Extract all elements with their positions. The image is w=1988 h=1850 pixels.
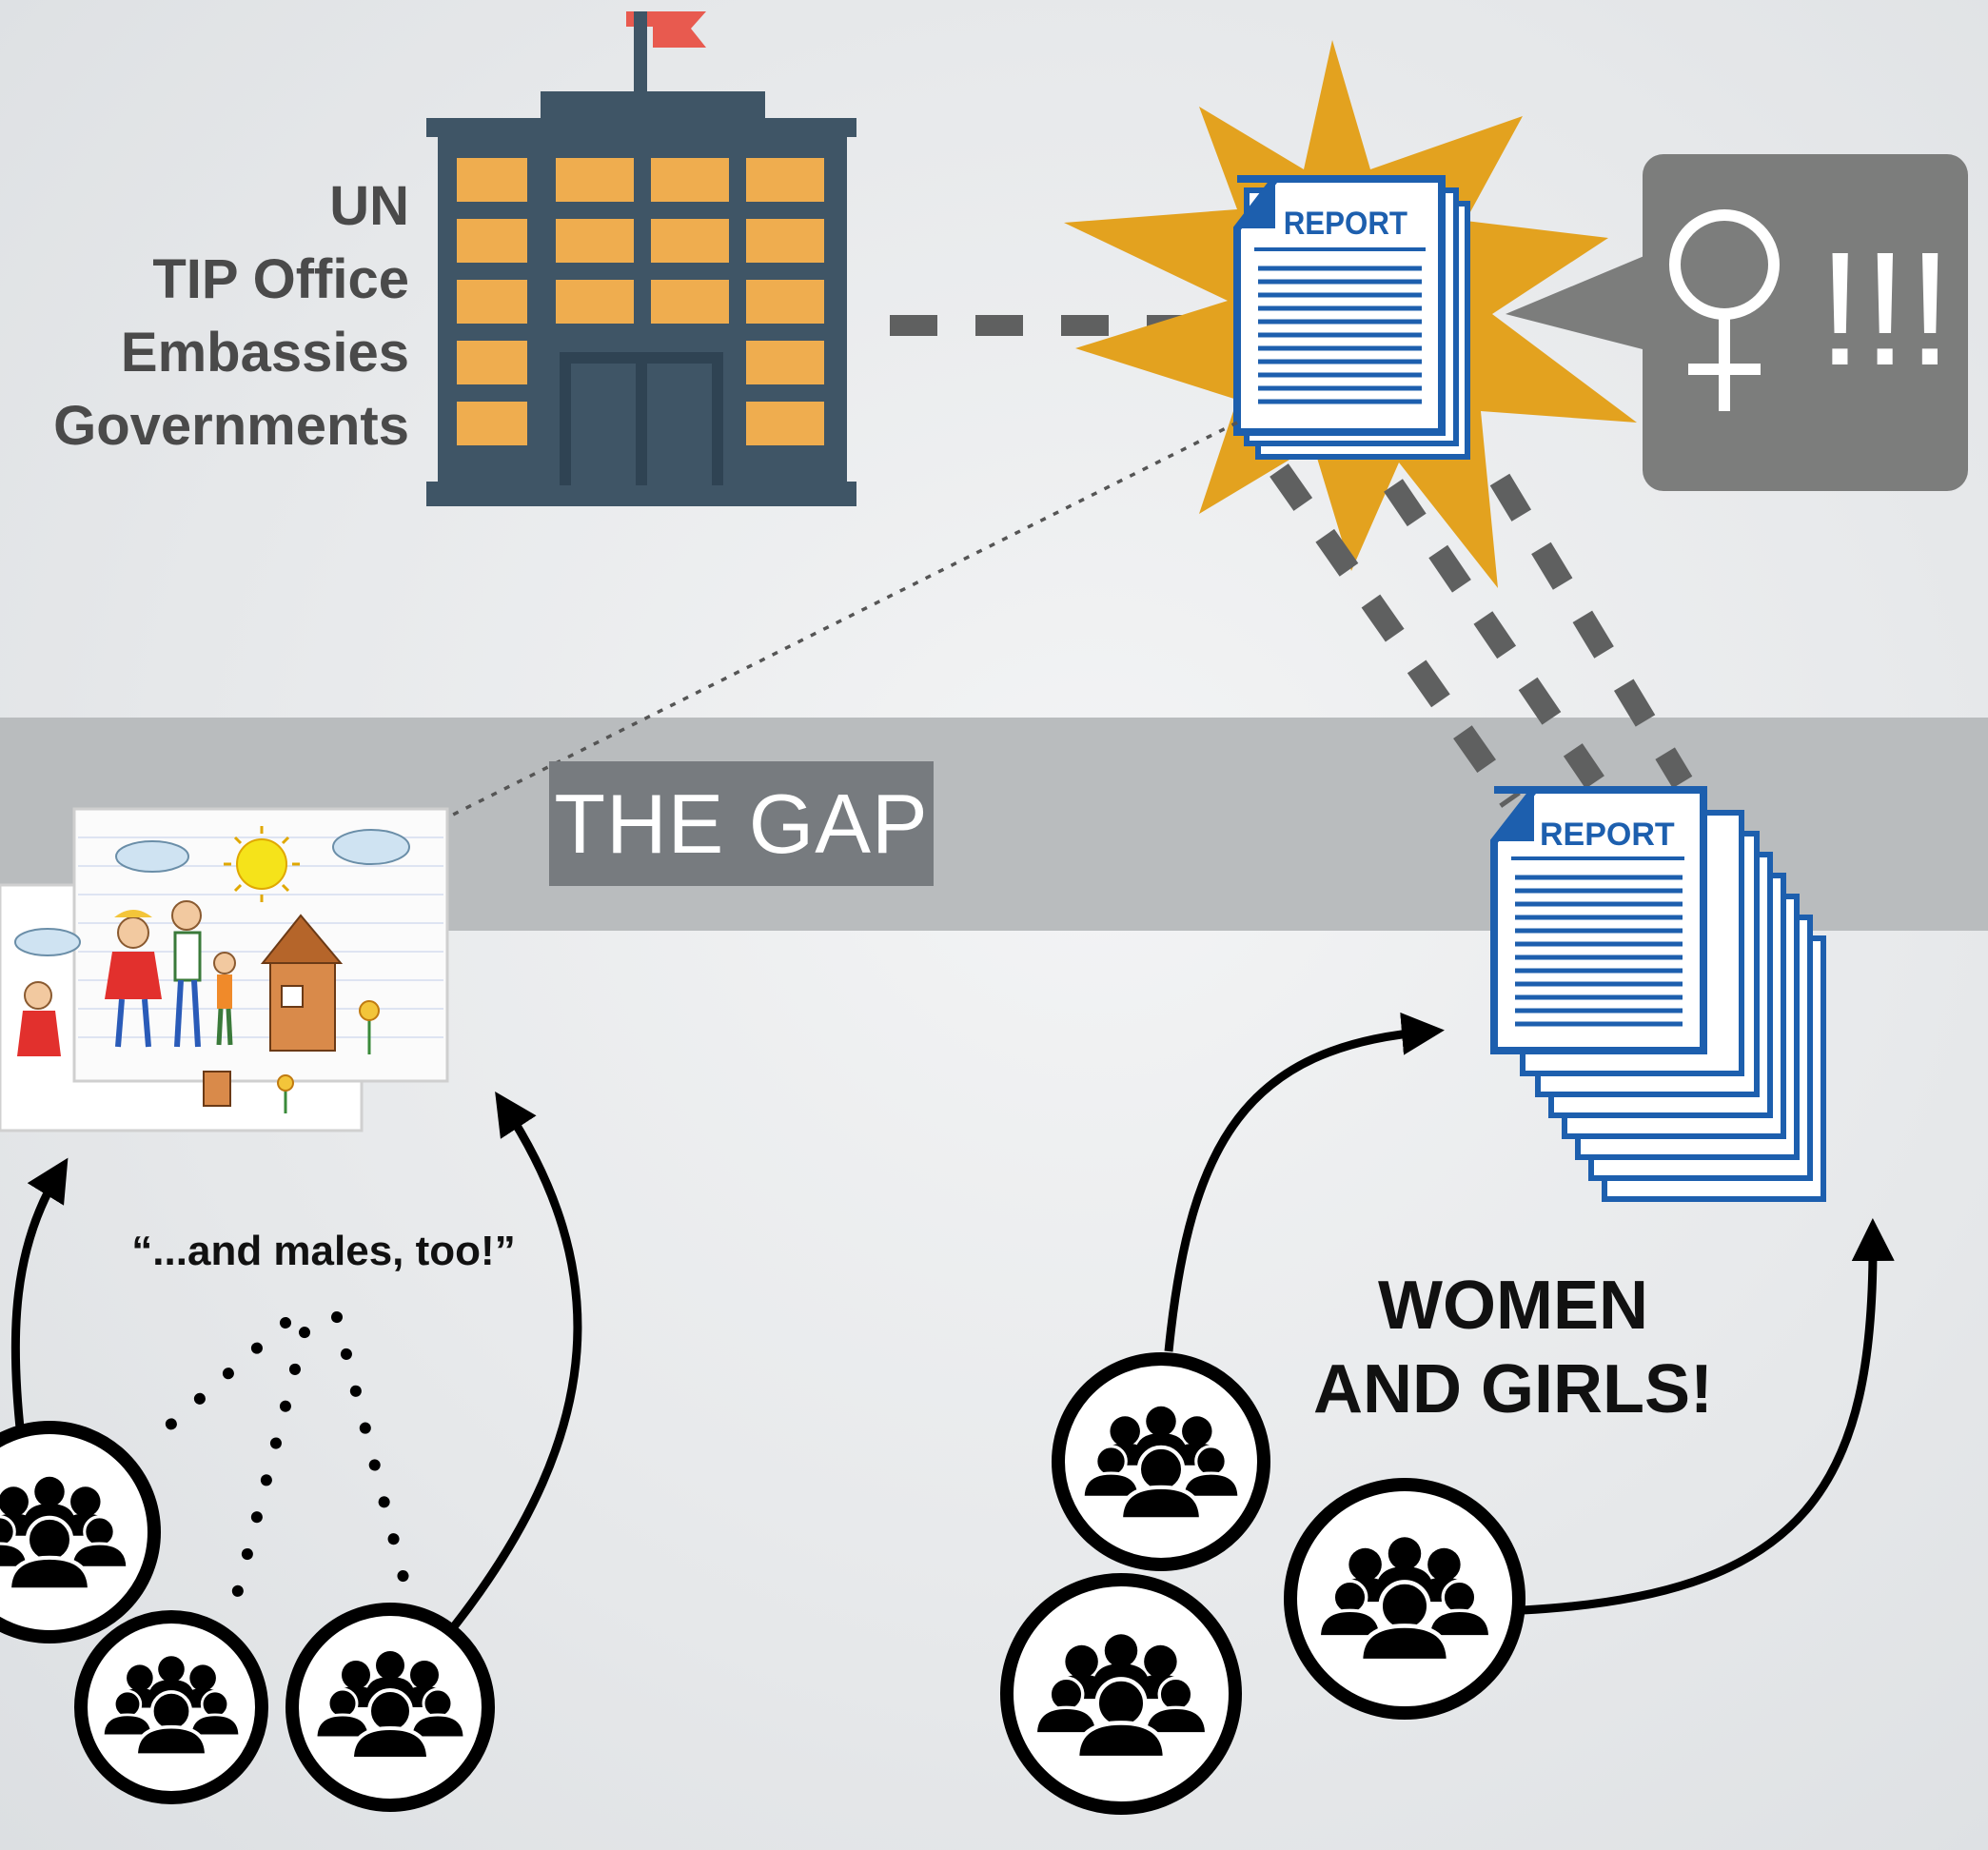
people-group-left-1 [0,1421,161,1643]
quote-dotted-lines [147,1311,409,1633]
connector-report-stack [1270,463,1693,808]
org-label-embassies: Embassies [120,322,409,384]
family-figures [17,900,236,1056]
arrow-group-to-report-stack [1164,1012,1445,1352]
org-label-un: UN [329,175,409,237]
people-group-right-2 [1000,1573,1242,1815]
women-and-girls-label: WOMEN AND GIRLS! [1266,1264,1761,1431]
gap-label: THE GAP [549,761,934,886]
speech-bubble [1506,154,1968,491]
report-label-top: REPORT [1284,205,1407,242]
child-drawing-image [0,807,449,1132]
flower-icons [277,1000,380,1113]
arrow-left-group-to-drawing [10,1157,69,1438]
people-group-left-2 [74,1610,268,1804]
arrow-group-to-report-stack-right [1522,1218,1895,1615]
organization-labels: UN TIP Office Embassies Governments [10,169,409,462]
women-label-line1: WOMEN [1378,1268,1648,1344]
org-label-governments: Governments [53,395,409,457]
female-symbol-icon [1669,209,1780,411]
alert-exclamations: !!! [1818,219,1953,400]
report-document-icon: REPORT [1233,175,1470,460]
arrow-right-group-to-drawing [451,1091,582,1628]
house-icon [203,914,344,1107]
report-stack-icon: REPORT [1490,786,1826,1202]
people-group-right-1 [1052,1352,1270,1571]
people-group-left-3 [285,1603,495,1812]
women-label-line2: AND GIRLS! [1313,1351,1713,1427]
males-quote: “...and males, too!” [131,1228,516,1274]
building-icon [426,11,856,506]
report-label-stack: REPORT [1540,817,1675,853]
sun-icon [224,826,300,902]
people-group-right-3 [1284,1478,1525,1720]
org-label-tip-office: TIP Office [152,248,409,310]
